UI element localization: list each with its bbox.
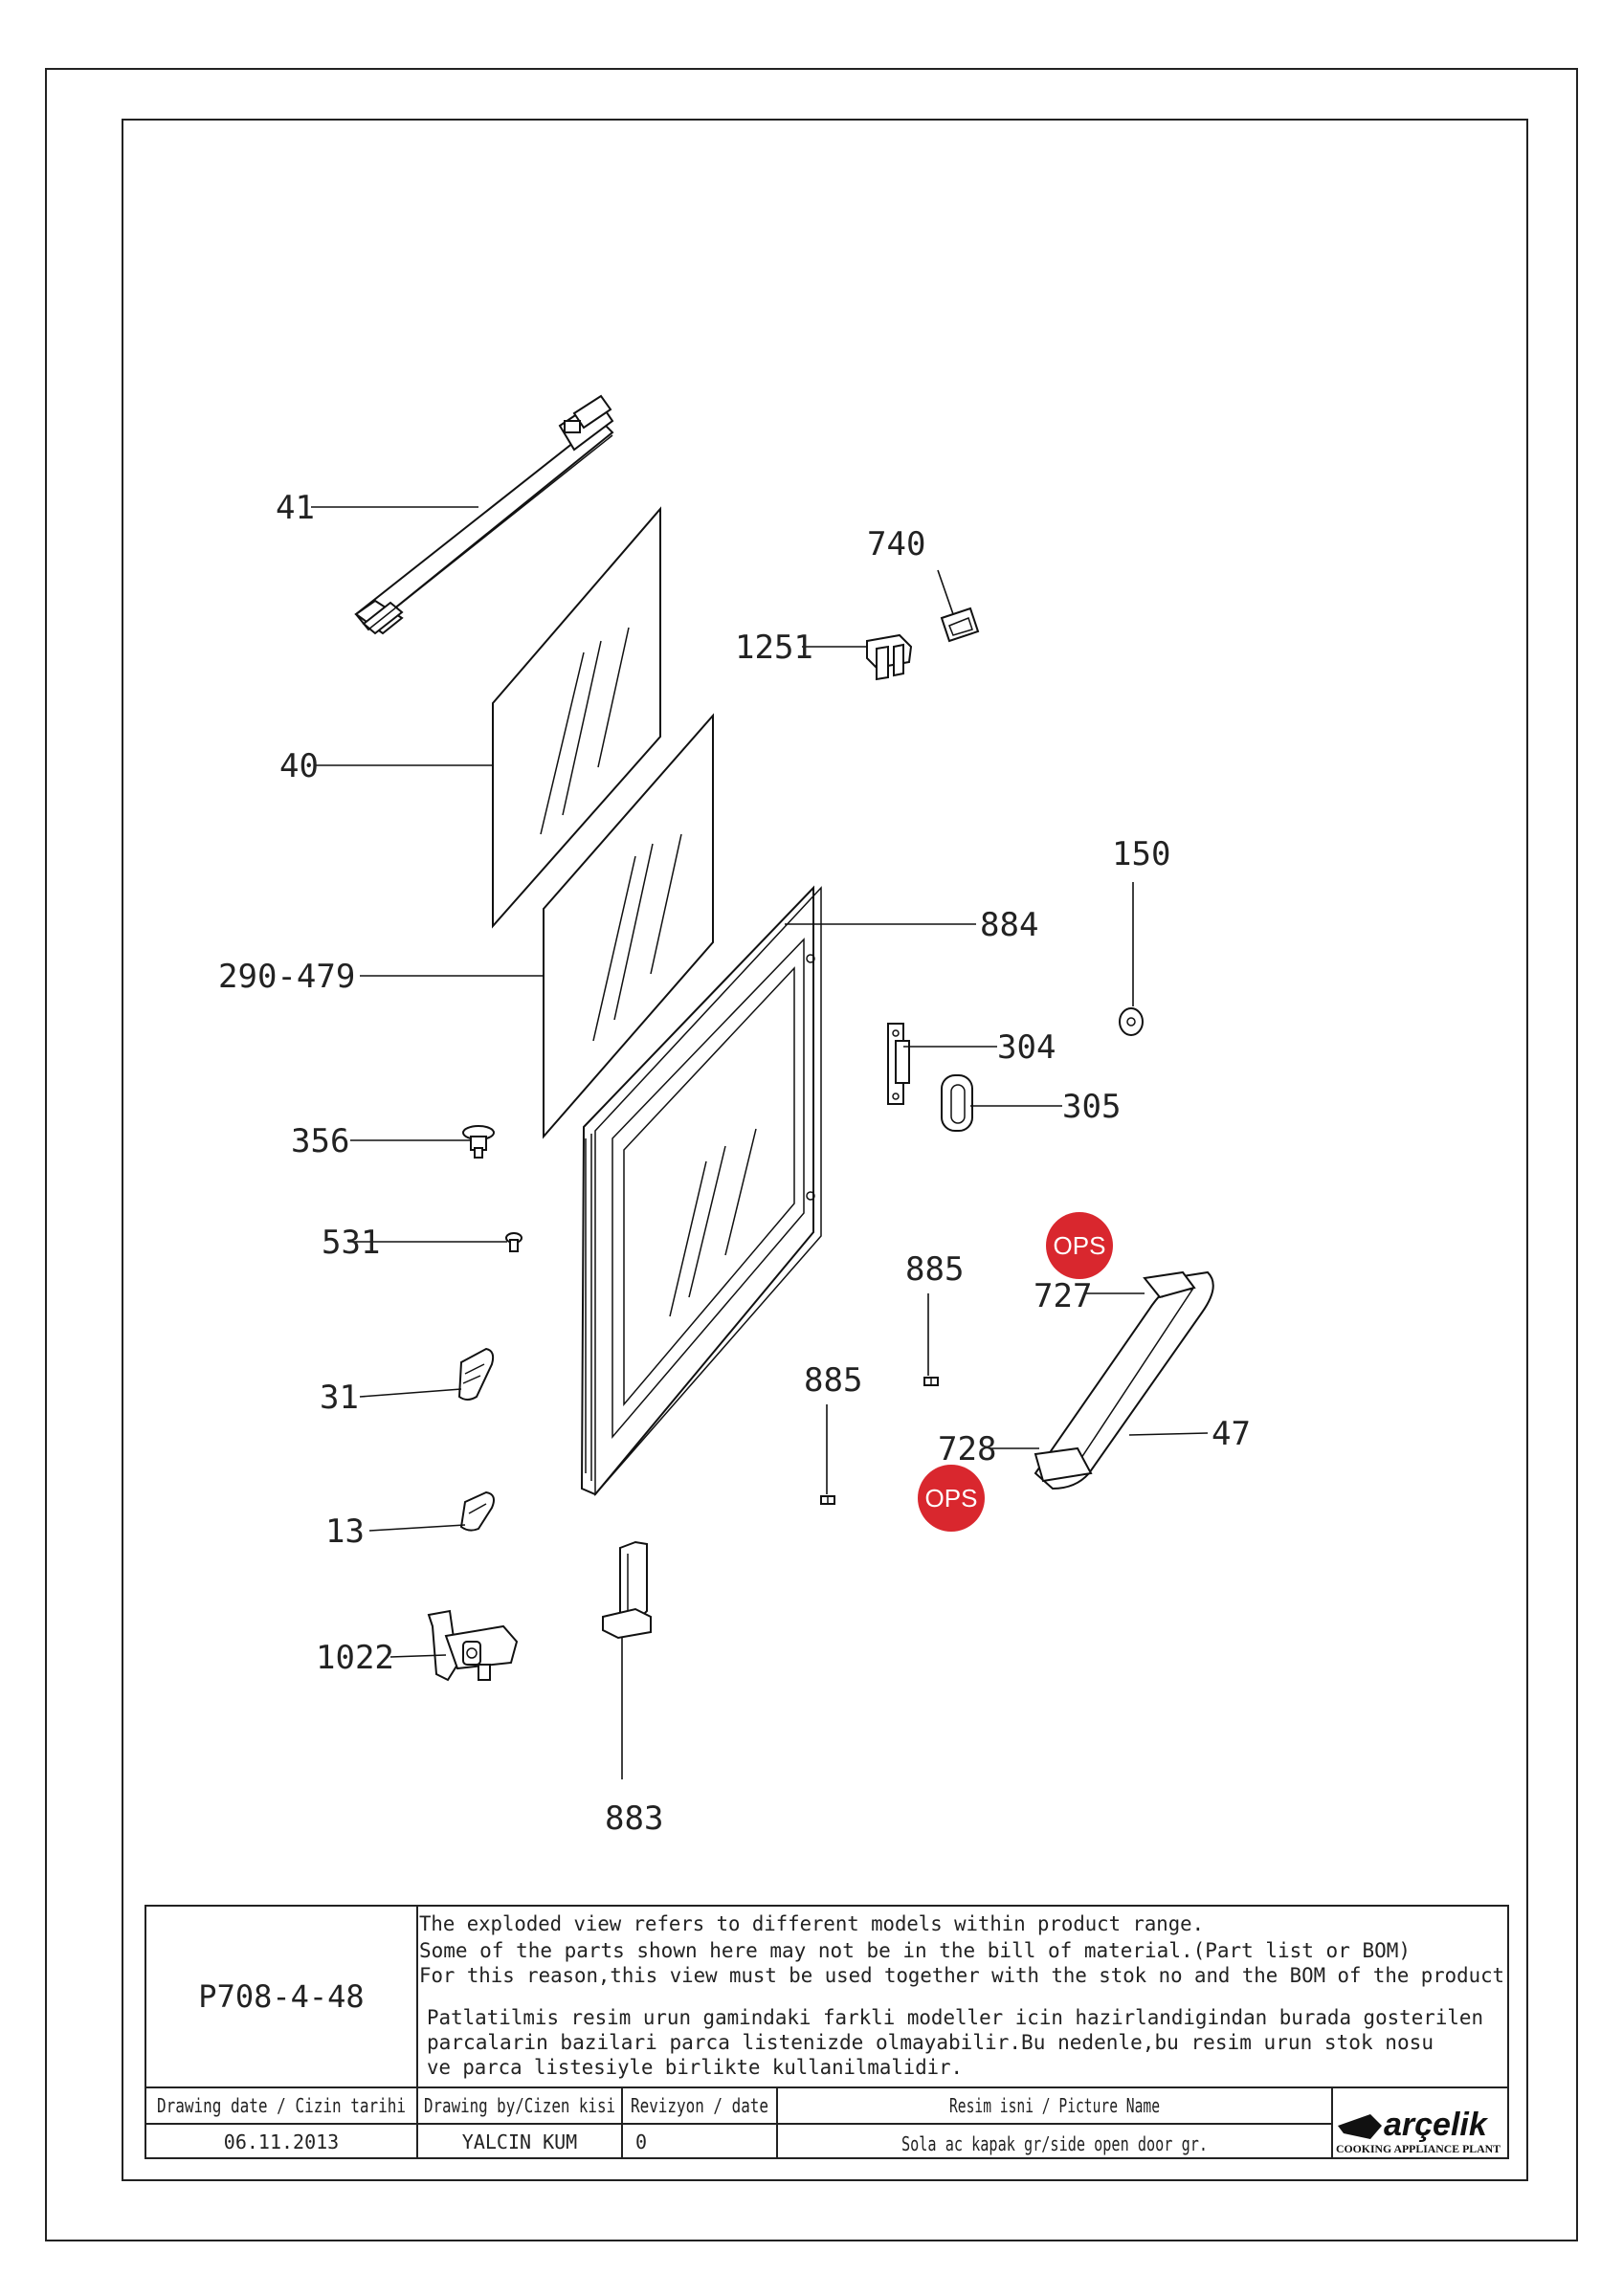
label-150: 150 [1112,835,1170,873]
part-356-screw [462,1125,495,1159]
label-884: 884 [980,906,1038,944]
label-1022: 1022 [316,1639,394,1677]
part-885-pin-lower [820,1495,835,1505]
label-31: 31 [320,1379,359,1417]
label-305: 305 [1062,1088,1121,1126]
label-304: 304 [997,1028,1056,1067]
note-en-3: For this reason,this view must be used t… [419,1964,1504,1987]
label-883: 883 [605,1799,663,1838]
leader-lines [311,506,1209,1779]
brand-name: arçelik [1384,2107,1489,2143]
label-728: 728 [938,1430,996,1468]
part-305-cap [941,1074,973,1132]
label-727: 727 [1034,1277,1092,1315]
part-1022-hinge [427,1609,519,1682]
callout-labels: 41 40 290-479 356 531 31 13 1022 883 740… [218,489,1251,1838]
part-884-outer-door [580,885,822,1496]
part-47-handle [1034,1270,1214,1490]
note-en-1: The exploded view refers to different mo… [419,1912,1204,1935]
value-drawing-date: 06.11.2013 [224,2130,339,2153]
header-drawing-date: Drawing date / Cizin tarihi [157,2094,406,2117]
part-304-lock-plate [887,1023,910,1105]
label-1251: 1251 [735,629,813,667]
label-13: 13 [325,1512,365,1551]
ops-badge-lower: OPS [918,1465,985,1532]
value-revision: 0 [635,2130,647,2153]
ops-badge-upper: OPS [1046,1212,1113,1279]
drawing-code: P708-4-48 [198,1978,364,2015]
brand-subtitle: COOKING APPLIANCE PLANT [1336,2142,1501,2155]
header-revision: Revizyon / date [631,2094,768,2117]
part-13-clip [459,1490,495,1532]
label-885-upper: 885 [905,1250,964,1289]
ops-badge-text: OPS [925,1484,978,1512]
part-290-479-middle-glass [543,713,714,1139]
part-150-washer [1119,1007,1144,1036]
outer-border [45,68,1578,2241]
label-41: 41 [276,489,315,527]
brand-logo: arçelik COOKING APPLIANCE PLANT [1336,2107,1501,2155]
header-picture-name: Resim isni / Picture Name [949,2094,1160,2117]
value-picture-name: Sola ac kapak gr/side open door gr. [901,2132,1208,2155]
value-drawing-by: YALCIN KUM [462,2130,577,2153]
part-31-clip [457,1347,495,1401]
ops-badge-text: OPS [1054,1231,1106,1260]
note-tr-2: parcalarin bazilari parca listenizde olm… [427,2031,1434,2054]
label-885-lower: 885 [804,1361,862,1400]
part-740-cap [940,607,980,643]
brand-logo-swoosh-icon [1338,2114,1382,2139]
header-drawing-by: Drawing by/Cizen kisi [424,2094,615,2117]
ops-badge-circle [918,1465,985,1532]
part-885-pin-upper [923,1377,939,1386]
part-40-inner-glass [492,506,661,929]
note-en-2: Some of the parts shown here may not be … [419,1939,1411,1962]
part-531-screw [505,1232,522,1252]
part-1251-latch [866,633,913,681]
inner-border [122,119,1528,2181]
title-block: P708-4-48 The exploded view refers to di… [145,1905,1509,2159]
label-356: 356 [291,1122,349,1160]
part-41-top-profile [354,394,614,635]
label-740: 740 [867,525,925,563]
label-47: 47 [1212,1415,1251,1453]
part-883-hinge-bracket [602,1540,652,1640]
label-40: 40 [279,747,319,785]
label-290-479: 290-479 [218,958,355,996]
label-531: 531 [322,1224,380,1262]
ops-badge-circle [1046,1212,1113,1279]
note-tr-1: Patlatilmis resim urun gamindaki farkli … [427,2006,1483,2029]
note-tr-3: ve parca listesiyle birlikte kullanilmal… [427,2056,963,2079]
